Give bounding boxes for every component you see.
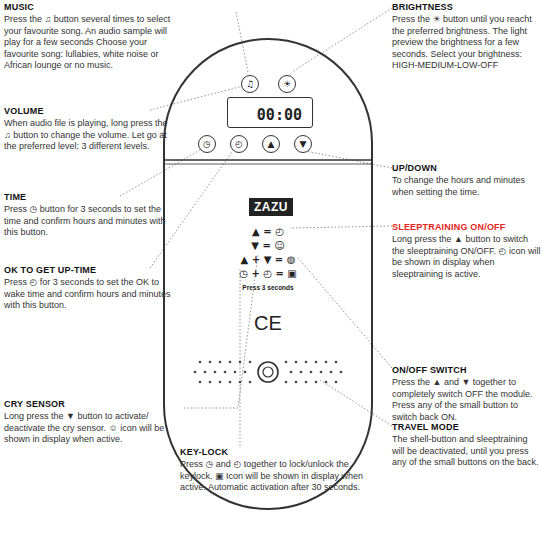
callout-text: Press ◷ button for 3 seconds to set the … <box>4 204 172 239</box>
ok-time-button: ◴ <box>230 135 248 153</box>
button-icon: ☀ <box>283 80 291 89</box>
grille-dot <box>199 361 202 364</box>
grille-dot <box>305 361 308 364</box>
callout-text: Press the ♫ button several times to sele… <box>4 14 172 72</box>
display-time: 00:00 <box>257 106 302 124</box>
device-body: ▲ = ◴ ▼ = ☺ ▲ + ▼ = ◍ ◷ + ◴ = ▣ Press 3 seco… <box>163 38 373 510</box>
brand-badge: ZAZU <box>249 198 293 216</box>
grille-dot <box>300 371 303 374</box>
callout-text: To change the hours and minutes when set… <box>392 175 542 198</box>
brightness-button: ☀ <box>278 75 296 93</box>
grille-dot <box>219 381 222 384</box>
key-combo: ▼ = ☺ <box>205 240 331 251</box>
leader-line <box>240 268 241 446</box>
grille-dot <box>234 371 237 374</box>
grille-dot <box>285 361 288 364</box>
callout-text: When audio file is playing, long press t… <box>4 118 172 153</box>
grille-dot <box>209 381 212 384</box>
hint-text: Press 3 seconds <box>205 284 331 291</box>
callout-heading: TRAVEL MODE <box>392 422 542 434</box>
grille-dot <box>335 361 338 364</box>
callout-heading: TIME <box>4 192 172 204</box>
leader-line <box>300 150 392 168</box>
time-button: ◷ <box>198 135 216 153</box>
grille-dot <box>330 371 333 374</box>
grille-dot <box>209 361 212 364</box>
grille-dot <box>239 381 242 384</box>
grille-dot <box>249 361 252 364</box>
callout-heading: VOLUME <box>4 106 172 118</box>
grille-dot <box>285 381 288 384</box>
shell-seam <box>165 159 371 161</box>
leader-lines <box>120 8 392 446</box>
callout-heading: OK TO GET UP-TIME <box>4 265 172 277</box>
callout-heading: BRIGHTNESS <box>392 2 542 14</box>
brand-name: ZAZU <box>254 200 288 214</box>
grille-dot <box>214 371 217 374</box>
grille-dot <box>315 381 318 384</box>
grille-dot <box>229 361 232 364</box>
grille-dot <box>194 371 197 374</box>
callout-heading: KEY-LOCK <box>180 447 376 459</box>
grille-dot <box>290 371 293 374</box>
callout-text: The shell-button and sleeptraining will … <box>392 434 542 469</box>
grille-dot <box>204 371 207 374</box>
grille-dot <box>249 381 252 384</box>
key-combo: ◷ + ◴ = ▣ <box>205 268 331 279</box>
music-button: ♫ <box>241 75 259 93</box>
callout-heading: ON/OFF SWITCH <box>392 365 542 377</box>
callout-text: Press ◴ for 3 seconds to set the OK to w… <box>4 277 172 312</box>
grille-dot <box>295 361 298 364</box>
grille-dot <box>325 381 328 384</box>
grille-dot <box>310 371 313 374</box>
key-combo: ▲ + ▼ = ◍ <box>205 254 331 265</box>
button-icon: ▼ <box>300 140 307 149</box>
grille-dot <box>325 361 328 364</box>
callout-text: Long press the ▲ button to switch the sl… <box>392 234 542 280</box>
callout-heading: CRY SENSOR <box>4 399 172 411</box>
callout-text: Press ◷ and ◴ together to lock/unlock th… <box>180 459 376 494</box>
leader-line <box>236 12 248 72</box>
button-icon: ◷ <box>203 140 211 149</box>
grille-dot <box>224 371 227 374</box>
grille-dot <box>229 381 232 384</box>
leader-line <box>290 226 392 228</box>
button-icon: ♫ <box>246 80 254 89</box>
shell-seam <box>165 164 371 165</box>
grille-dot <box>219 361 222 364</box>
button-icon: ◴ <box>235 140 243 149</box>
grille-dot <box>320 371 323 374</box>
display: 00:00 <box>227 97 313 128</box>
grille-dot <box>315 361 318 364</box>
callout-heading: UP/DOWN <box>392 163 542 175</box>
grille-dot <box>295 381 298 384</box>
key-combo: ▲ = ◴ <box>205 226 331 237</box>
button-icon: ▲ <box>268 140 275 149</box>
grille-dot <box>239 361 242 364</box>
ce-mark: CE <box>205 312 331 335</box>
callout-heading: MUSIC <box>4 2 172 14</box>
grille-dot <box>340 371 343 374</box>
grille-dot <box>335 381 338 384</box>
grille-dot <box>244 371 247 374</box>
callout-text: Long press the ▼ button to activate/ dea… <box>4 411 172 446</box>
up-button: ▲ <box>262 135 280 153</box>
grille-dot <box>305 381 308 384</box>
shell-button <box>263 367 273 377</box>
callout-text: Press the ☀ button until you reacht the … <box>392 14 542 72</box>
down-button: ▼ <box>294 135 312 153</box>
callout-heading: SLEEPTRAINING ON/OFF <box>392 222 542 234</box>
speaker-grille <box>194 361 343 384</box>
leader-line <box>292 8 392 72</box>
leader-line <box>298 258 392 368</box>
grille-dot <box>199 381 202 384</box>
callout-text: Press the ▲ and ▼ together to completely… <box>392 377 542 423</box>
shell-button <box>258 362 278 382</box>
leader-line <box>120 150 200 196</box>
leader-line <box>320 380 392 426</box>
